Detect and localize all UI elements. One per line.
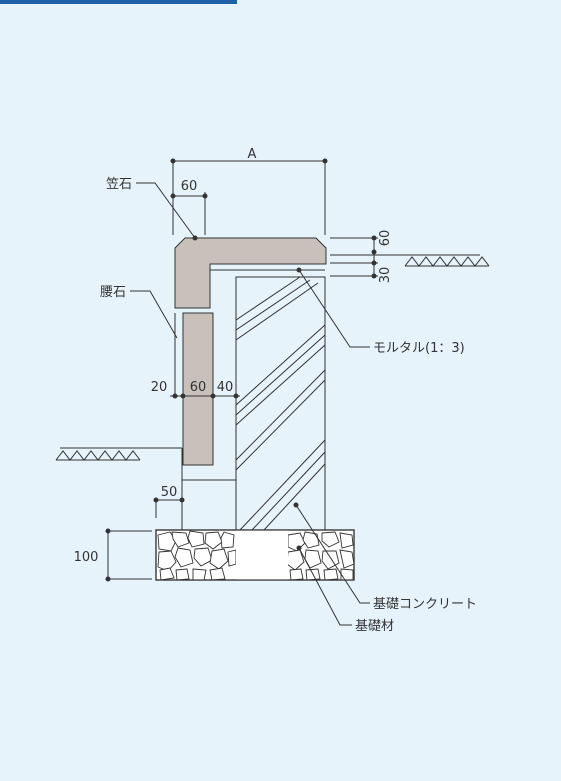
cap-stone: [174, 237, 327, 309]
ground-left: [55, 447, 182, 461]
dim-backing-width: 40: [217, 380, 234, 395]
ground-right: [330, 254, 490, 267]
dim-a: A: [248, 147, 257, 162]
foundation-concrete: [181, 276, 326, 531]
dim-mortar-height: 30: [378, 267, 393, 284]
header-bar: [0, 0, 237, 4]
dimension-lines: [105, 158, 378, 582]
mortar-layer: [210, 263, 325, 271]
dim-cap-height: 60: [378, 230, 393, 247]
label-waist-stone: 腰石: [100, 285, 126, 300]
label-foundation-material: 基礎材: [355, 619, 394, 634]
dim-waist-width: 60: [190, 380, 207, 395]
leader-lines: [130, 182, 370, 626]
waist-stone: [182, 312, 214, 466]
label-mortar: モルタル(1：3): [373, 341, 465, 356]
foundation-base: [155, 529, 355, 581]
dim-footing-offset: 50: [161, 485, 178, 500]
dim-gap-left: 20: [151, 380, 168, 395]
label-foundation-concrete: 基礎コンクリート: [373, 597, 477, 612]
dim-base-height: 100: [74, 550, 99, 565]
label-cap-stone: 笠石: [106, 177, 132, 192]
dim-cap-width: 60: [181, 179, 198, 194]
